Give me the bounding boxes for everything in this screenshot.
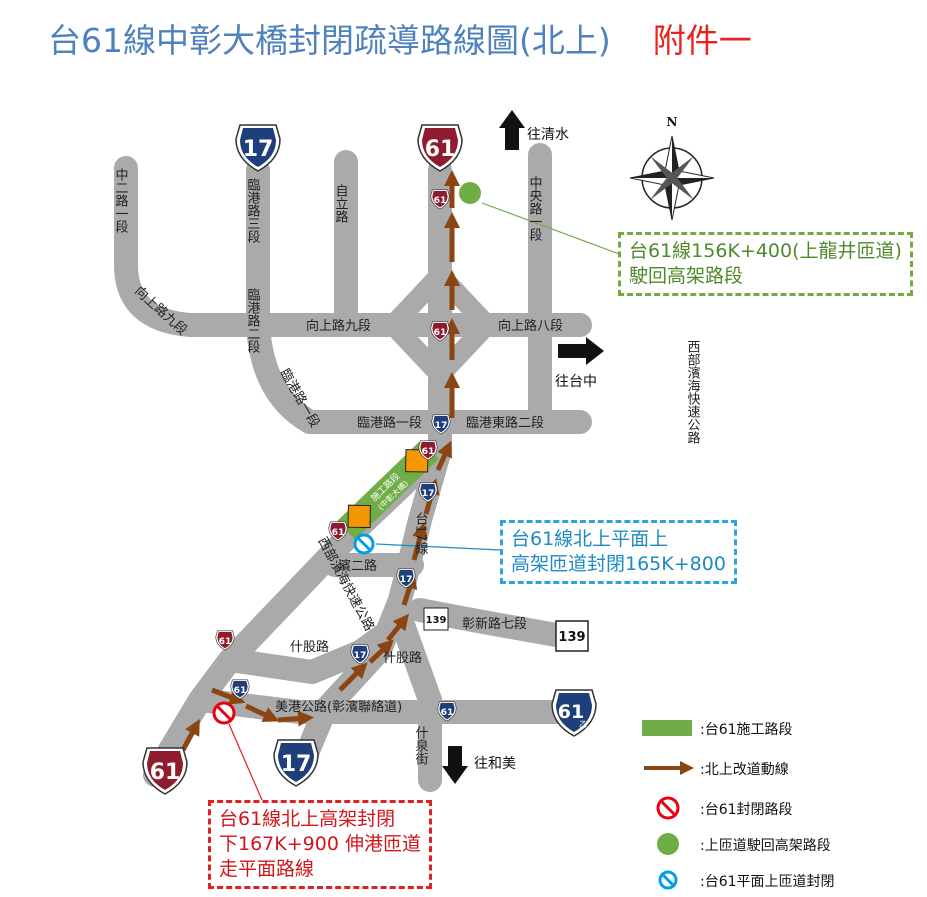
blue-callout-leader [375,543,501,551]
green-dot-icon [657,833,679,855]
svg-text:61: 61 [219,636,232,647]
svg-text:17: 17 [435,420,448,431]
label-xiangshang-9: 向上路九段 [306,318,371,334]
small-shield-17-c: 17 [396,568,416,589]
direction-hemei: 往和美 [442,746,516,784]
direction-taichung-label: 往台中 [555,374,597,390]
label-shigu-left: 什股路 [290,639,329,655]
direction-qingshui: 往清水 [499,110,569,150]
svg-text:17: 17 [422,488,435,499]
direction-taichung: 往台中 [555,337,604,390]
svg-text:61: 61 [558,701,584,723]
label-meigang: 美港公路(彰濱聯絡道) [275,699,402,715]
onramp-callout-leader [481,202,623,256]
svg-text:61: 61 [441,707,454,718]
brown-arrow-icon [644,761,694,775]
label-lingangdong-2: 臨港東路二段 [466,415,544,431]
svg-text:17: 17 [400,574,413,585]
small-shield-17-a: 17 [431,414,451,435]
small-shield-17-b: 17 [418,482,438,503]
svg-text:61: 61 [425,137,456,162]
direction-qingshui-label: 往清水 [527,127,569,143]
map-title: 台61線中彰大橋封閉疏導路線圖(北上) 附件一 [48,14,752,62]
svg-text:61: 61 [434,327,447,338]
compass-rose-icon: N [629,115,715,221]
small-shield-61-b: 61 [430,321,450,342]
shield-61c-right: 61 乙 [551,689,597,737]
red-callout-leader [228,723,263,801]
label-xiangshang-8: 向上路八段 [498,318,563,334]
title-main: 台61線中彰大橋封閉疏導路線圖(北上) [48,21,611,60]
svg-text:乙: 乙 [579,720,587,729]
title-attachment: 附件一 [652,21,752,60]
small-shield-61c-b: 61 [437,701,457,722]
road-zhonger [114,156,452,337]
shield-139-large: 139 [555,620,589,652]
label-zhonger: 中二路一段 [113,168,129,233]
red-no-entry-icon [656,796,680,820]
compass-north-label: N [667,115,678,129]
blue-no-entry-icon [353,533,375,555]
direction-hemei-label: 往和美 [474,756,516,772]
svg-text:61: 61 [422,446,435,457]
shield-17-bottom: 17 [273,739,319,787]
label-zhongyang: 中央路一段 [527,176,543,241]
svg-text:61: 61 [434,195,447,206]
road-interchange-diamond [383,265,497,385]
svg-text:61: 61 [150,760,181,785]
small-shield-61c-a: 61 [230,679,250,700]
road-network [114,143,592,792]
label-lingang-3: 臨港路三段 [245,178,261,243]
svg-text:61: 61 [234,685,247,696]
label-shiquan: 什泉街 [413,726,429,765]
svg-text:139: 139 [558,630,585,645]
callout-onramp-return: 台61線156K+400(上龍井匝道) 駛回高架路段 [618,232,913,296]
red-no-entry-icon [212,701,236,725]
road-shigu [218,610,414,684]
shield-61-top: 61 [417,124,463,172]
blue-no-entry-icon [658,870,678,890]
svg-text:139: 139 [426,615,447,626]
svg-text:17: 17 [354,650,367,661]
shield-139-small: 139 [423,607,449,631]
green-bar-icon [642,720,692,736]
label-binerh: 濱二路 [338,558,377,574]
label-zhangxin-7: 彰新路七段 [462,616,527,632]
callout-elevated-closed: 台61線北上高架封閉 下167K+900 伸港匝道 走平面路線 [208,800,432,889]
shield-17-top: 17 [235,124,281,172]
label-zili: 自立路 [333,184,349,223]
small-shield-17-d: 17 [350,644,370,665]
small-shield-61-e: 61 [215,630,235,651]
svg-text:17: 17 [281,752,312,777]
label-shigu-right: 什股路 [383,650,422,666]
label-lingang-2: 臨港路二段 [245,288,261,353]
small-shield-61-c: 61 [418,440,438,461]
label-west-coast-right: 西部濱海快速公路 [685,340,701,444]
callout-surface-ramp-closed: 台61線北上平面上 高架匝道封閉165K+800 [500,520,737,584]
label-lingang-1: 臨港路一段 [357,415,422,431]
road-shigu-right [390,610,442,712]
label-tai17: 台17線 [413,512,429,555]
small-shield-61-a: 61 [430,189,450,210]
small-shield-61-d: 61 [328,521,348,542]
shield-61-bottom: 61 [142,747,188,795]
onramp-return-marker [459,182,481,204]
svg-text:17: 17 [243,137,274,162]
svg-text:61: 61 [332,527,345,538]
